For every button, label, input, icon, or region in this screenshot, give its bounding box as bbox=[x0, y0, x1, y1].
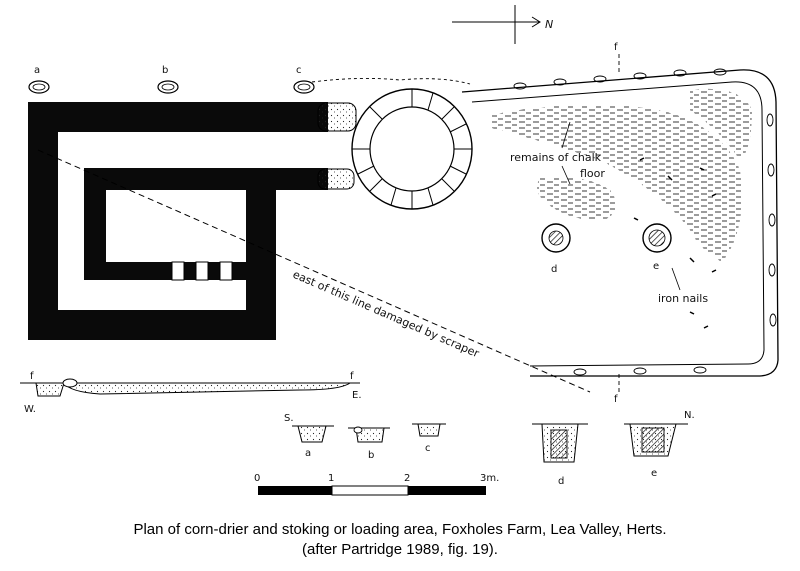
chalk-floor-label-1: remains of chalk bbox=[510, 151, 602, 164]
section-west-label: W. bbox=[24, 404, 36, 415]
section-label-c: c bbox=[425, 443, 431, 454]
section-label-e: e bbox=[651, 468, 657, 479]
scale-tick-2: 2 bbox=[404, 473, 410, 484]
section-east-label: E. bbox=[352, 390, 362, 401]
iron-nails-label: iron nails bbox=[658, 292, 708, 305]
posthole-sections: S. a b c d N. e bbox=[284, 410, 695, 487]
iron-nail-marks bbox=[633, 157, 717, 329]
section-label-a: a bbox=[305, 448, 311, 459]
caption-line-1: Plan of corn-drier and stoking or loadin… bbox=[133, 521, 667, 538]
posthole-label-b: b bbox=[162, 65, 168, 76]
stoking-area bbox=[311, 68, 779, 377]
north-label: N bbox=[545, 18, 553, 31]
section-south-label: S. bbox=[284, 413, 294, 424]
section-label-d: d bbox=[558, 476, 564, 487]
flue-end-upper bbox=[317, 102, 357, 132]
flue-postholes: a b c bbox=[28, 65, 315, 94]
we-section: f W. f E. bbox=[20, 371, 362, 415]
flue-structure bbox=[28, 102, 328, 340]
posthole-d: d bbox=[541, 223, 571, 275]
posthole-label-e-plan: e bbox=[653, 261, 659, 272]
damage-line bbox=[37, 149, 591, 393]
circular-chamber bbox=[351, 88, 473, 210]
posthole-e: e bbox=[642, 223, 672, 272]
scale-tick-1: 1 bbox=[328, 473, 334, 484]
section-label-b: b bbox=[368, 450, 374, 461]
section-marker-f-top: f bbox=[614, 42, 618, 53]
flue-end-lower bbox=[317, 168, 355, 190]
posthole-label-d: d bbox=[551, 264, 557, 275]
north-arrow: N bbox=[452, 5, 553, 44]
chalk-floor-label-2: floor bbox=[580, 167, 605, 180]
section-marker-f-bottom: f bbox=[614, 394, 618, 405]
section-f-right: f bbox=[350, 371, 354, 382]
scale-tick-0: 0 bbox=[254, 473, 260, 484]
posthole-label-a: a bbox=[34, 65, 40, 76]
section-line: f f bbox=[614, 42, 620, 405]
scale-bar: 0 1 2 3m. bbox=[254, 473, 499, 496]
chalk-floor-leader bbox=[561, 121, 571, 149]
iron-nails-leader bbox=[671, 267, 681, 291]
caption-line-2: (after Partridge 1989, fig. 19). bbox=[302, 541, 498, 558]
scale-tick-3: 3m. bbox=[480, 473, 499, 484]
posthole-label-c: c bbox=[296, 65, 302, 76]
section-f-left: f bbox=[30, 371, 34, 382]
section-north-label: N. bbox=[684, 410, 695, 421]
damage-line-label: east of this line damaged by scraper bbox=[291, 268, 482, 361]
